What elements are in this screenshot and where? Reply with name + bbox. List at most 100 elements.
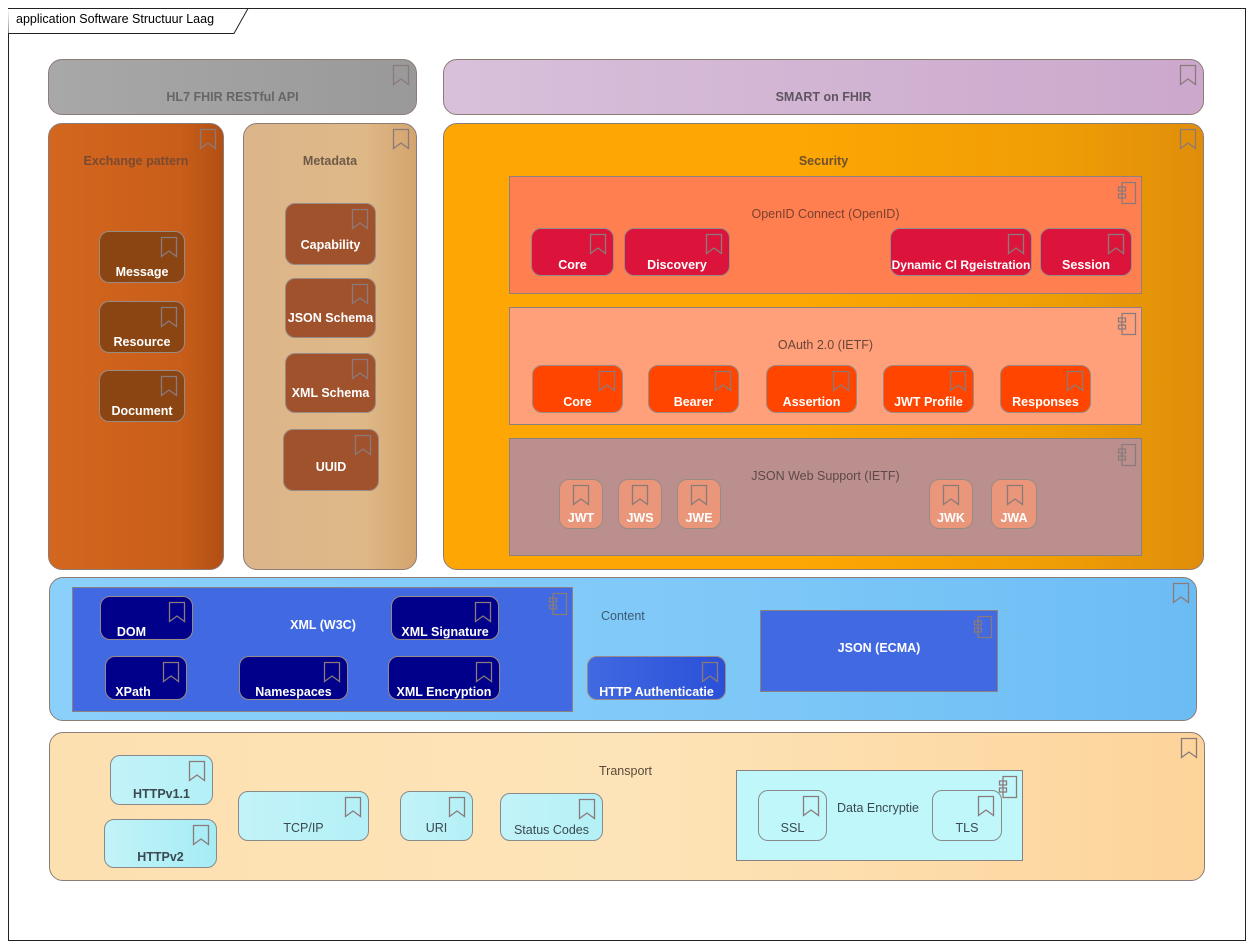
layer-exchange-pattern[interactable]: Exchange pattern Message Resource Docume… <box>48 123 224 570</box>
element-message[interactable]: Message <box>99 231 185 283</box>
bookmark-icon <box>802 795 820 817</box>
group-json-web-support[interactable]: JSON Web Support (IETF) JWT JWS JWE JWK … <box>509 438 1142 556</box>
bookmark-icon <box>199 128 217 150</box>
layer-smart-on-fhir[interactable]: SMART on FHIR <box>443 59 1204 115</box>
element-label: Namespaces <box>255 685 332 699</box>
element-label: XML Signature <box>401 625 489 639</box>
element-ssl[interactable]: SSL <box>758 790 827 841</box>
element-label: JWK <box>937 511 965 525</box>
layer-metadata[interactable]: Metadata Capability JSON Schema XML Sche… <box>243 123 417 570</box>
bookmark-icon <box>578 798 596 820</box>
element-label: Status Codes <box>513 823 590 837</box>
element-jws[interactable]: JWS <box>618 479 662 529</box>
element-jwa[interactable]: JWA <box>991 479 1037 529</box>
bookmark-icon <box>572 484 590 506</box>
layer-hl7-fhir-api[interactable]: HL7 FHIR RESTful API <box>48 59 417 115</box>
element-label: Discovery <box>647 258 707 272</box>
element-dom[interactable]: DOM <box>100 596 193 640</box>
group-label: Data Encryptie <box>837 801 919 815</box>
bookmark-icon <box>1007 233 1025 255</box>
element-xml-signature[interactable]: XML Signature <box>391 596 499 640</box>
layer-content[interactable]: Content XML (W3C) DOM XML Signature XPat… <box>49 577 1197 721</box>
element-oauth-bearer[interactable]: Bearer <box>648 365 739 413</box>
element-http-authenticatie[interactable]: HTTP Authenticatie <box>587 656 726 700</box>
element-xpath[interactable]: XPath <box>105 656 187 700</box>
diagram-title-tab: application Software Structuur Laag <box>8 8 249 34</box>
bookmark-icon <box>351 208 369 230</box>
group-oauth2[interactable]: OAuth 2.0 (IETF) Core Bearer Assertion J… <box>509 307 1142 425</box>
element-uri[interactable]: URI <box>400 791 473 841</box>
bookmark-icon <box>162 661 180 683</box>
bookmark-icon <box>323 661 341 683</box>
element-label: Core <box>558 258 587 272</box>
element-label: Dynamic Cl Rgeistration <box>891 258 1031 272</box>
element-oauth-core[interactable]: Core <box>532 365 623 413</box>
layer-security[interactable]: Security OpenID Connect (OpenID) Core Di… <box>443 123 1204 570</box>
element-httpv2[interactable]: HTTPv2 <box>104 819 217 868</box>
element-label: HTTP Authenticatie <box>599 685 714 699</box>
element-namespaces[interactable]: Namespaces <box>239 656 348 700</box>
element-openid-discovery[interactable]: Discovery <box>624 228 730 276</box>
element-oauth-jwt-profile[interactable]: JWT Profile <box>883 365 974 413</box>
bookmark-icon <box>160 236 178 258</box>
element-document[interactable]: Document <box>99 370 185 422</box>
group-json-ecma[interactable]: JSON (ECMA) <box>760 610 998 692</box>
element-label: JWT Profile <box>894 395 963 409</box>
element-label: JWE <box>685 511 713 525</box>
bookmark-icon <box>351 358 369 380</box>
bookmark-icon <box>598 370 616 392</box>
bookmark-icon <box>392 128 410 150</box>
group-openid-connect[interactable]: OpenID Connect (OpenID) Core Discovery D… <box>509 176 1142 294</box>
element-label: Bearer <box>673 395 714 409</box>
element-resource[interactable]: Resource <box>99 301 185 353</box>
element-label: Capability <box>300 238 361 252</box>
element-httpv1-1[interactable]: HTTPv1.1 <box>110 755 213 805</box>
bookmark-icon <box>690 484 708 506</box>
element-json-schema[interactable]: JSON Schema <box>285 278 376 338</box>
element-label: JWT <box>567 511 595 525</box>
element-oauth-responses[interactable]: Responses <box>1000 365 1091 413</box>
bookmark-icon <box>160 306 178 328</box>
layer-label: Metadata <box>302 154 358 168</box>
component-icon <box>548 592 568 616</box>
element-tls[interactable]: TLS <box>932 790 1002 841</box>
bookmark-icon <box>977 795 995 817</box>
layer-label: Security <box>798 154 849 168</box>
element-oauth-assertion[interactable]: Assertion <box>766 365 857 413</box>
element-xml-schema[interactable]: XML Schema <box>285 353 376 413</box>
group-data-encryptie[interactable]: Data Encryptie SSL TLS <box>736 770 1023 861</box>
element-uuid[interactable]: UUID <box>283 429 379 491</box>
bookmark-icon <box>1066 370 1084 392</box>
element-label: Core <box>563 395 592 409</box>
element-openid-core[interactable]: Core <box>531 228 614 276</box>
element-label: SSL <box>780 821 805 835</box>
element-label: TCP/IP <box>283 821 324 835</box>
element-capability[interactable]: Capability <box>285 203 376 265</box>
group-xml-w3c[interactable]: XML (W3C) DOM XML Signature XPath Namesp… <box>72 587 573 712</box>
layer-label: Transport <box>599 764 653 778</box>
bookmark-icon <box>474 601 492 623</box>
bookmark-icon <box>949 370 967 392</box>
group-label: OAuth 2.0 (IETF) <box>777 338 874 352</box>
element-label: HTTPv1.1 <box>133 787 190 801</box>
bookmark-icon <box>832 370 850 392</box>
layer-transport[interactable]: Transport HTTPv1.1 HTTPv2 TCP/IP URI Sta… <box>49 732 1205 881</box>
layer-label: SMART on FHIR <box>775 90 872 104</box>
element-jwk[interactable]: JWK <box>929 479 973 529</box>
bookmark-icon <box>354 434 372 456</box>
component-icon <box>1117 443 1137 467</box>
element-openid-dynamic-registration[interactable]: Dynamic Cl Rgeistration <box>890 228 1032 276</box>
element-label: Resource <box>113 335 171 349</box>
element-xml-encryption[interactable]: XML Encryption <box>388 656 500 700</box>
element-status-codes[interactable]: Status Codes <box>500 793 603 841</box>
element-jwe[interactable]: JWE <box>677 479 721 529</box>
bookmark-icon <box>168 601 186 623</box>
element-openid-session[interactable]: Session <box>1040 228 1132 276</box>
element-jwt[interactable]: JWT <box>559 479 603 529</box>
element-label: JWA <box>1000 511 1028 525</box>
bookmark-icon <box>631 484 649 506</box>
element-tcp-ip[interactable]: TCP/IP <box>238 791 369 841</box>
element-label: Message <box>115 265 169 279</box>
bookmark-icon <box>392 64 410 86</box>
layer-label: HL7 FHIR RESTful API <box>166 90 299 104</box>
